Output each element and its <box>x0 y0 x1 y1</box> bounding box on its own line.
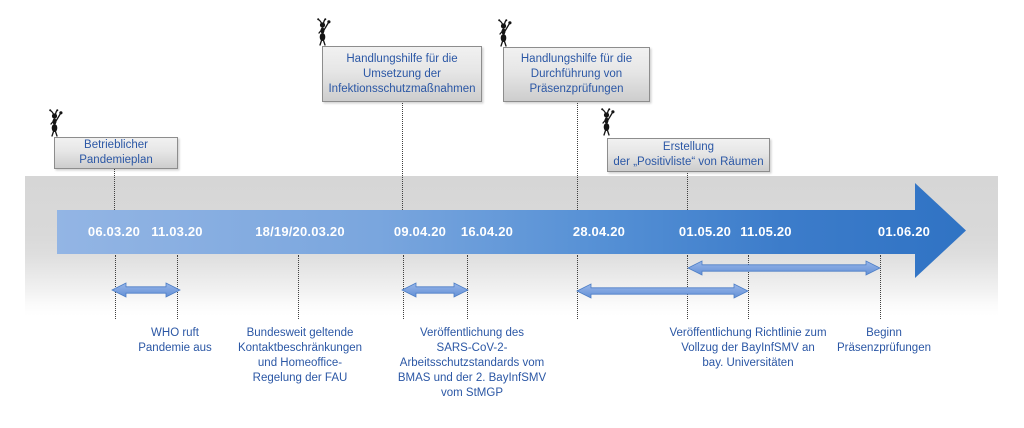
tick-line <box>687 255 688 319</box>
timeline-date: 28.04.20 <box>572 224 626 239</box>
timeline-date: 11.03.20 <box>151 224 203 239</box>
connector-line <box>402 100 403 210</box>
range-arrow-0105-0106 <box>687 260 881 276</box>
event-label-richtlinie-vollzug: Veröffentlichung Richtlinie zum Vollzug … <box>669 327 827 369</box>
timeline-date: 16.04.20 <box>460 224 514 239</box>
callout-betrieblicher-pandemieplan: Betrieblicher Pandemieplan <box>54 137 178 169</box>
ant-figure-icon <box>49 109 63 137</box>
range-arrow-2804-1105 <box>576 283 749 299</box>
timeline-date: 01.06.20 <box>877 224 931 239</box>
event-label-beginn-praesenzpruefungen: Beginn Präsenzprüfungen <box>837 327 931 354</box>
tick-line <box>467 255 468 319</box>
ant-figure-icon <box>601 108 615 136</box>
timeline-date: 01.05.20 <box>678 224 732 239</box>
tick-line <box>177 255 178 319</box>
tick-line <box>577 255 578 319</box>
timeline-date: 18/19/20.03.20 <box>255 224 345 239</box>
connector-line <box>114 167 115 210</box>
tick-line <box>115 255 116 319</box>
callout-erstellung-positivliste: Erstellung der „Positivliste“ von Räumen <box>607 138 770 172</box>
callout-handlungshilfe-praesenzpruefungen: Handlungshilfe für die Durchführung von … <box>503 47 650 102</box>
ant-figure-icon <box>317 18 331 46</box>
tick-line <box>298 255 299 319</box>
ant-figure-icon <box>498 19 512 47</box>
range-arrow-0904-1604 <box>401 282 469 298</box>
tick-line <box>748 255 749 319</box>
callout-handlungshilfe-infektionsschutz: Handlungshilfe für die Umsetzung der Inf… <box>322 46 482 102</box>
range-arrow-0603-1103 <box>111 282 181 298</box>
event-label-kontaktbeschraenkungen: Bundesweit geltende Kontaktbeschränkunge… <box>237 327 363 384</box>
timeline-main-arrow <box>57 183 966 278</box>
tick-line <box>880 255 881 319</box>
timeline-date: 06.03.20 <box>87 224 141 239</box>
connector-line <box>577 100 578 210</box>
event-label-who-pandemie: WHO ruft Pandemie aus <box>138 327 212 354</box>
event-label-arbeitsschutzstandard: Veröffentlichung des SARS-CoV-2- Arbeits… <box>397 327 547 399</box>
timeline-date: 11.05.20 <box>740 224 792 239</box>
timeline-date: 09.04.20 <box>393 224 447 239</box>
tick-line <box>403 255 404 319</box>
connector-line <box>687 170 688 210</box>
